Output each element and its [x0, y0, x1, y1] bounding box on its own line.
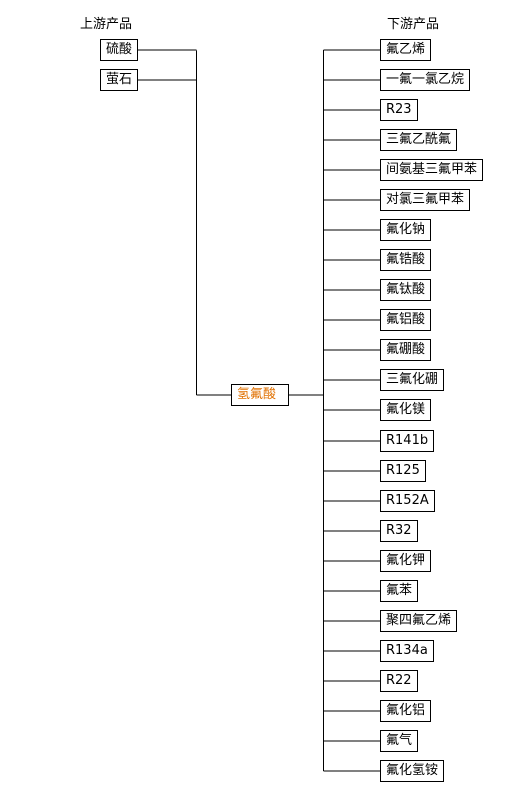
- downstream-box: R125: [380, 460, 426, 482]
- downstream-box: 氟苯: [380, 580, 419, 602]
- downstream-box: 氟化氢铵: [380, 760, 445, 782]
- downstream-box: 氟硼酸: [380, 339, 432, 361]
- downstream-box: 间氨基三氟甲苯: [380, 159, 484, 181]
- downstream-box: 氟乙烯: [380, 39, 432, 61]
- downstream-box: 氟化钠: [380, 219, 432, 241]
- downstream-box: 氟气: [380, 730, 419, 752]
- downstream-box: 氟钛酸: [380, 279, 432, 301]
- downstream-box: R23: [380, 99, 418, 121]
- downstream-box: 氟锆酸: [380, 249, 432, 271]
- downstream-box: 氟铝酸: [380, 309, 432, 331]
- downstream-box: R134a: [380, 640, 434, 662]
- upstream-box-fluorite: 萤石: [100, 69, 139, 91]
- downstream-box: R152A: [380, 490, 435, 512]
- downstream-box: 对氯三氟甲苯: [380, 189, 471, 211]
- downstream-box: R32: [380, 520, 418, 542]
- downstream-box: 一氟一氯乙烷: [380, 69, 471, 91]
- downstream-box: 氟化钾: [380, 550, 432, 572]
- upstream-box-sulfuric-acid: 硫酸: [100, 39, 139, 61]
- center-box-hydrofluoric-acid: 氢氟酸: [231, 384, 289, 406]
- upstream-header: 上游产品: [80, 17, 133, 32]
- downstream-header: 下游产品: [387, 17, 440, 32]
- downstream-box: 氟化铝: [380, 700, 432, 722]
- downstream-box: 三氟化硼: [380, 369, 445, 391]
- downstream-box: R22: [380, 670, 418, 692]
- downstream-box: 氟化镁: [380, 399, 432, 421]
- downstream-box: 三氟乙酰氟: [380, 129, 458, 151]
- downstream-box: 聚四氟乙烯: [380, 610, 458, 632]
- downstream-box: R141b: [380, 430, 435, 452]
